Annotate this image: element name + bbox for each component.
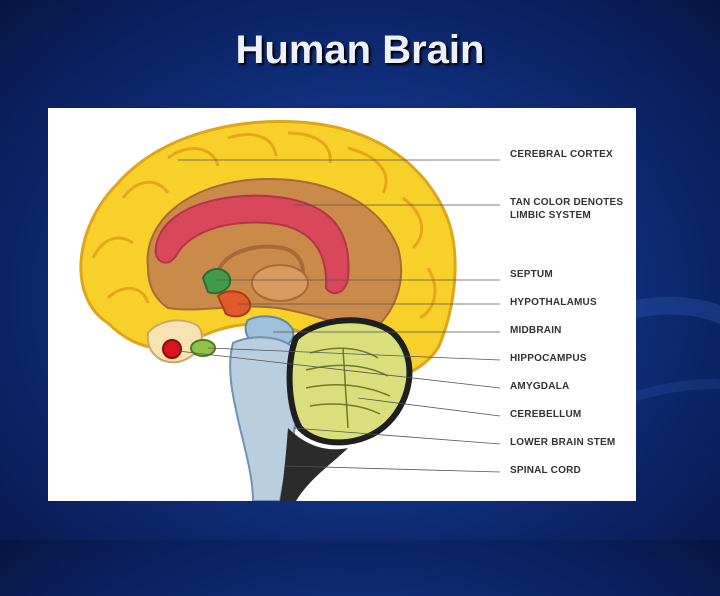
corpus-callosum-shape	[154, 194, 350, 295]
septum-shape	[201, 268, 232, 295]
cerebellum-shape	[286, 317, 413, 446]
label-tan-color-denotes: TAN COLOR DENOTES	[510, 197, 624, 208]
cerebellum-folia	[305, 347, 391, 429]
leader-lines	[177, 159, 501, 473]
label-cerebellum: CEREBELLUM	[510, 409, 582, 420]
spinal-cord-shape	[280, 428, 348, 501]
label-midbrain: MIDBRAIN	[510, 325, 562, 336]
label-hypothalamus: HYPOTHALAMUS	[510, 297, 597, 308]
label-amygdala: AMYGDALA	[510, 381, 570, 392]
label-septum: SEPTUM	[510, 269, 553, 280]
thalamus-shape	[251, 264, 309, 302]
label-lower-brain-stem: LOWER BRAIN STEM	[510, 437, 616, 448]
label-limbic-system: LIMBIC SYSTEM	[510, 210, 591, 221]
label-hippocampus: HIPPOCAMPUS	[510, 353, 587, 364]
label-cerebral-cortex: CEREBRAL CORTEX	[510, 149, 613, 160]
label-spinal-cord: SPINAL CORD	[510, 465, 581, 476]
brain-illustration	[79, 120, 501, 501]
slide-title: Human Brain	[235, 28, 485, 72]
hypothalamus-shape	[216, 290, 252, 318]
amygdala-shape	[162, 339, 182, 359]
brain-diagram-panel: CEREBRAL CORTEX TAN COLOR DENOTES LIMBIC…	[48, 108, 636, 501]
